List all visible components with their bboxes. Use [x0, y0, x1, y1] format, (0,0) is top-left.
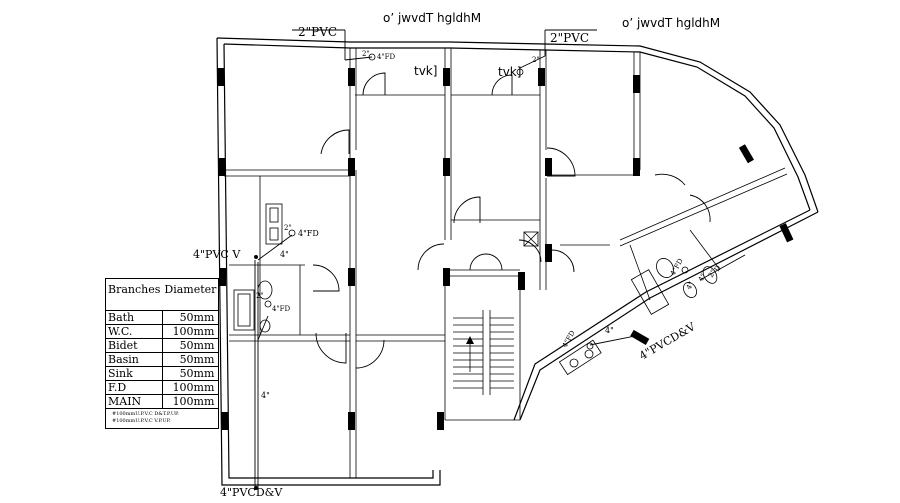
pvcdv-label-bottom: 4"PVCD&V: [220, 486, 283, 499]
legend-row-name: Basin: [106, 352, 163, 367]
legend-header-diameter: Diameter: [164, 283, 217, 296]
legend-row-name: Bath: [106, 310, 163, 325]
staircase: [453, 310, 514, 395]
fd-label-2in-top-right: 2": [532, 56, 540, 64]
legend-note-1: #100mmU.P.V.C D&T.P.UP.: [112, 411, 179, 417]
pipe-size-label-2in-right: 2": [707, 268, 718, 279]
pipe-size-label-4in-low: 4": [261, 391, 270, 400]
columns: [217, 68, 794, 430]
legend-notes: #100mmU.P.V.C D&T.P.UP. #100mmU.P.V.C V.…: [106, 408, 218, 428]
legend-row-name: F.D: [106, 380, 163, 395]
garbled-label-top-right: o’ jwvdT hgldhM: [622, 16, 720, 30]
fd-label-4in-left: 4"FD: [272, 305, 291, 313]
pipe-size-label-4in-right: 4": [605, 326, 614, 335]
legend-row-value: 50mm: [161, 366, 219, 381]
fd-label-4in-top: 4"FD: [377, 53, 396, 61]
tvk-label-right: tvk]: [498, 65, 521, 79]
pipe-size-label-2in-left: 2": [256, 292, 264, 300]
pvc-label-top-left: 2"PVC: [298, 25, 337, 39]
legend-row-value: 50mm: [161, 352, 219, 367]
legend-header-branches: Branches: [108, 283, 161, 296]
legend-row-name: Bidet: [106, 338, 163, 353]
legend-row-value: 100mm: [161, 324, 219, 339]
doors: [312, 72, 711, 369]
tvk-label-left: tvk]: [414, 64, 437, 78]
pipe-size-label-4in-right-c: 4": [697, 272, 708, 283]
legend-row-name: MAIN: [106, 394, 163, 408]
interior-walls: [224, 48, 788, 478]
legend-row-value: 100mm: [161, 380, 219, 395]
legend-row-value: 100mm: [161, 394, 219, 408]
pipe-runs: [254, 29, 746, 490]
pvc-label-top-right: 2"PVC: [550, 31, 589, 45]
fd-label-2in-mid: 2": [284, 224, 292, 232]
pipe-size-label-4in-left: 4": [280, 250, 289, 259]
fd-label-2in-top: 2": [362, 50, 370, 58]
legend-row-value: 50mm: [161, 338, 219, 353]
legend-note-2: #100mmU.P.V.C V.P.UP.: [112, 418, 171, 424]
d-label-right: D: [713, 264, 723, 273]
garbled-label-top-left: o’ jwvdT hgldhM: [383, 11, 481, 25]
fd-label-4in-mid: 4"FD: [298, 229, 319, 238]
legend-row-name: W.C.: [106, 324, 163, 339]
legend-row: W.C.100mm: [106, 324, 219, 339]
outer-walls: [216, 37, 819, 486]
legend-row-value: 50mm: [161, 310, 219, 325]
pipe-size-label-4in-right-b: 4": [685, 280, 696, 291]
legend-row-name: Sink: [106, 366, 163, 381]
annotation-labels: 2"PVC o’ jwvdT hgldhM 2"PVC o’ jwvdT hgl…: [193, 11, 723, 499]
pvc-v-label-left: 4"PVC V: [193, 248, 241, 261]
